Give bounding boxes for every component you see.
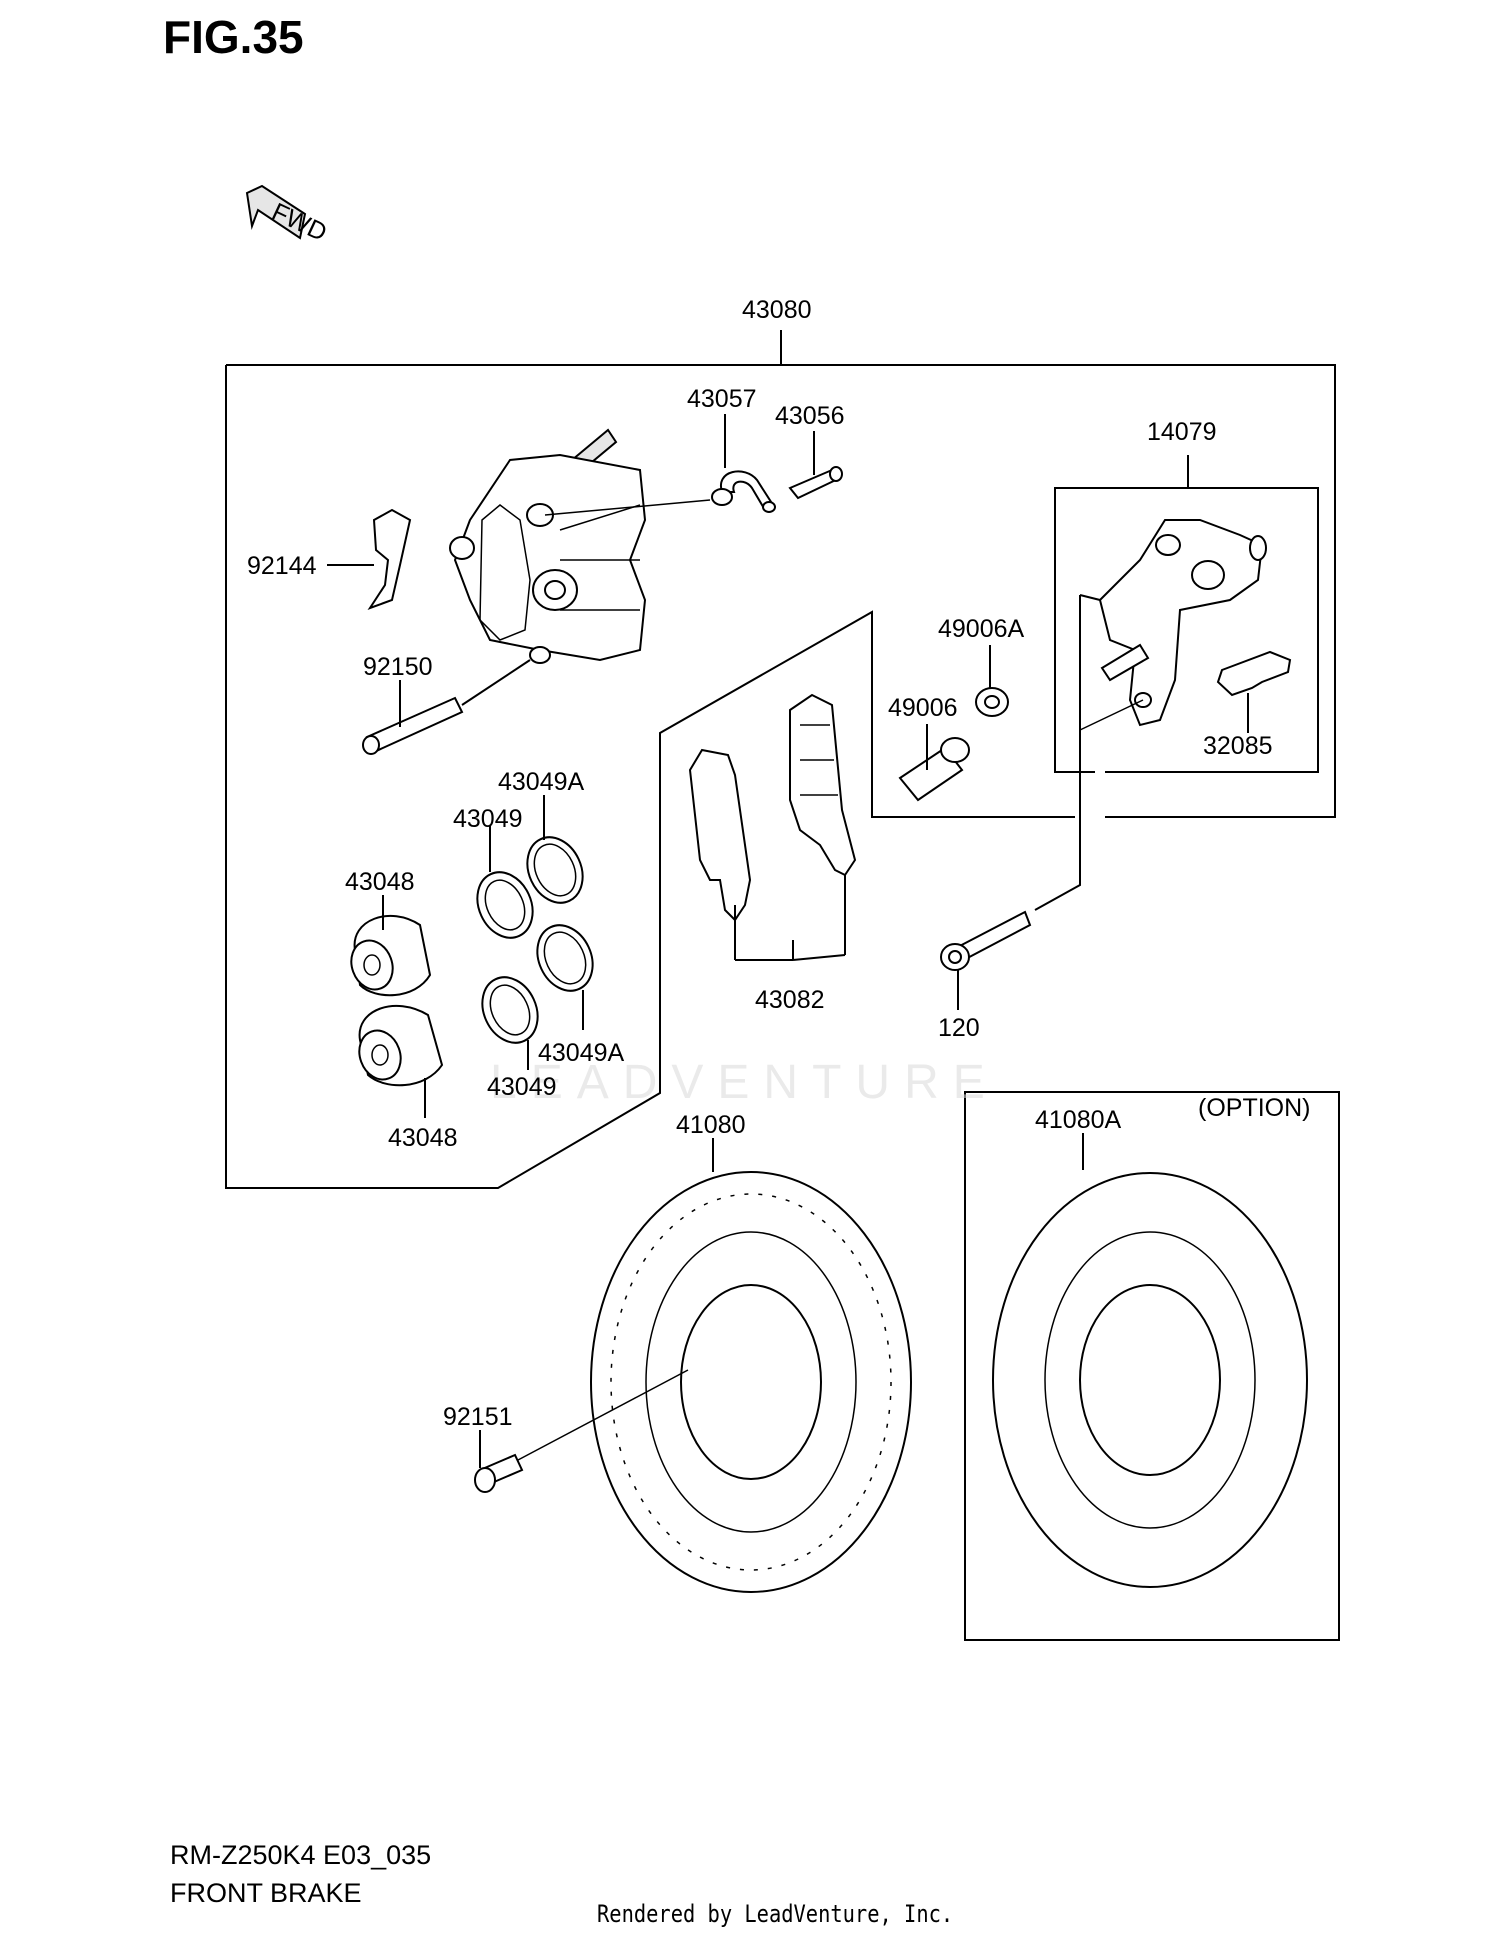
callout-43056: 43056 bbox=[775, 402, 845, 430]
bracket-box-14079 bbox=[1054, 487, 1319, 773]
bleeder-valve-43056 bbox=[788, 431, 843, 500]
rendered-by-credit: Rendered by LeadVenture, Inc. bbox=[597, 1900, 954, 1928]
fwd-arrow-icon: FWD bbox=[245, 184, 331, 247]
assembly-outline-43080-left bbox=[225, 365, 1075, 1189]
section-name: FRONT BRAKE bbox=[170, 1878, 362, 1908]
callout-43049-bottom: 43049 bbox=[487, 1073, 557, 1101]
pad-spring-92144 bbox=[327, 508, 412, 610]
fwd-label: FWD bbox=[268, 198, 331, 247]
callout-43048-bottom: 43048 bbox=[388, 1124, 458, 1152]
boot-49006A bbox=[975, 645, 1009, 717]
callout-32085: 32085 bbox=[1203, 732, 1273, 760]
sleeve-bolt-49006 bbox=[898, 724, 970, 802]
callout-43049-top: 43049 bbox=[453, 805, 523, 833]
callout-92150: 92150 bbox=[363, 653, 433, 681]
model-code: RM-Z250K4 E03_035 bbox=[170, 1840, 432, 1870]
brake-caliper-drawing bbox=[449, 428, 711, 664]
callout-120: 120 bbox=[938, 1014, 980, 1042]
figure-title: FIG.35 bbox=[163, 11, 304, 63]
pad-pin-92150 bbox=[362, 659, 531, 755]
brake-disc-41080 bbox=[590, 1138, 912, 1593]
brake-disc-41080A bbox=[992, 1133, 1308, 1588]
callout-49006A: 49006A bbox=[938, 615, 1025, 643]
pistons-43048 bbox=[350, 895, 444, 1118]
callout-92144: 92144 bbox=[247, 552, 317, 580]
callout-49006: 49006 bbox=[888, 694, 958, 722]
mounting-bolt-120 bbox=[940, 910, 1032, 1010]
disc-bolt-92151 bbox=[474, 1369, 689, 1493]
leader-bracket-120 bbox=[1034, 595, 1081, 911]
caliper-bracket-14079 bbox=[1079, 519, 1267, 731]
callout-43080: 43080 bbox=[742, 296, 812, 324]
callout-43049A-top: 43049A bbox=[498, 768, 585, 796]
callout-41080A: 41080A bbox=[1035, 1106, 1122, 1134]
callout-43048-top: 43048 bbox=[345, 868, 415, 896]
callout-41080: 41080 bbox=[676, 1111, 746, 1139]
callout-43057: 43057 bbox=[687, 385, 757, 413]
option-box bbox=[964, 1091, 1340, 1641]
brake-line-43057 bbox=[711, 414, 776, 513]
callout-43082: 43082 bbox=[755, 986, 825, 1014]
option-label: (OPTION) bbox=[1198, 1094, 1311, 1122]
watermark-text: LEADVENTURE bbox=[490, 1056, 999, 1109]
pad-retainer-32085 bbox=[1216, 650, 1292, 733]
callout-43049A-bottom: 43049A bbox=[538, 1039, 625, 1067]
piston-seals bbox=[476, 795, 594, 1070]
callout-92151: 92151 bbox=[443, 1403, 513, 1431]
callout-14079: 14079 bbox=[1147, 418, 1217, 446]
brake-pads-43082 bbox=[688, 693, 857, 961]
